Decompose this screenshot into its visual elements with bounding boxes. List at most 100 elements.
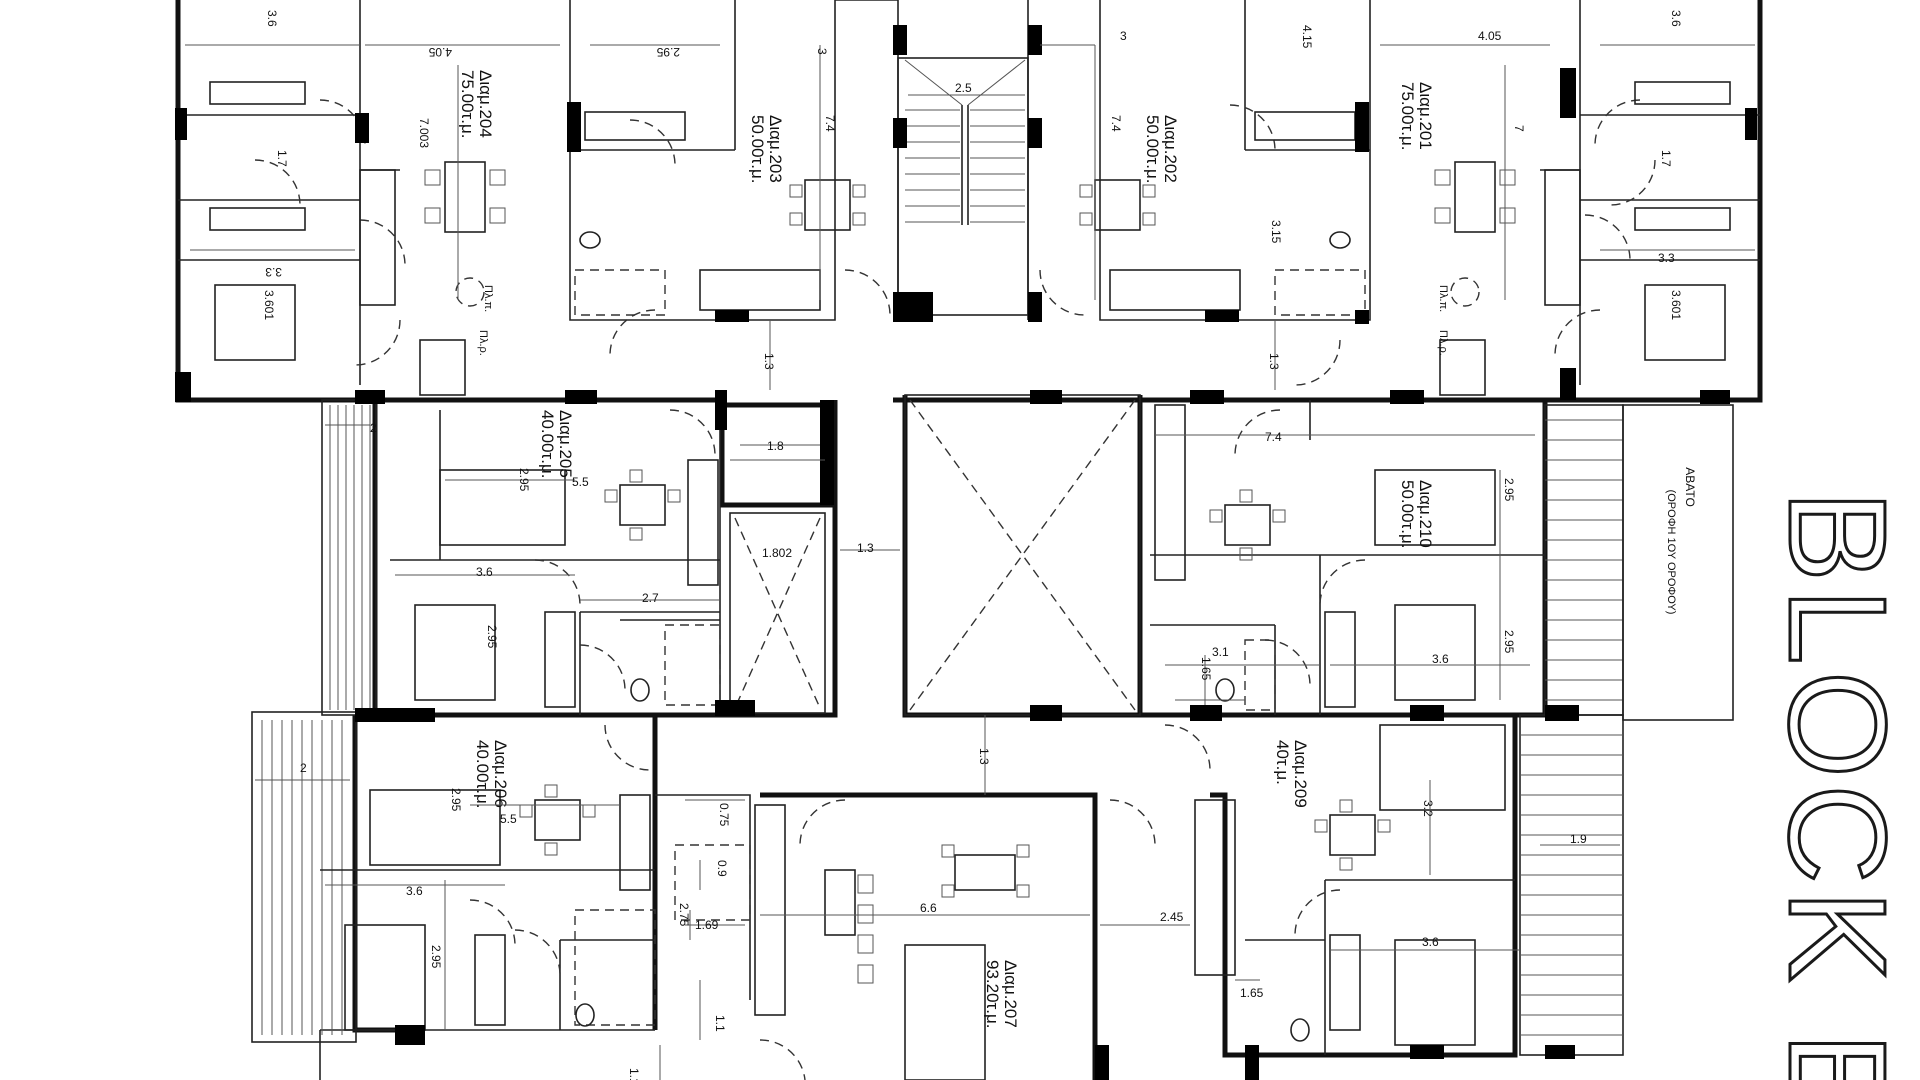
dimension-lines <box>185 44 1755 1080</box>
dim-295a: 2.95 <box>656 45 680 59</box>
label-pl2: Πλ.π. <box>1437 285 1449 312</box>
dim-405a: 4.05 <box>428 45 452 59</box>
bed-209 <box>1394 939 1476 1046</box>
dining-table-206 <box>519 784 596 856</box>
dim-165b: 1.65 <box>1240 986 1264 1000</box>
dim-74a: 7.4 <box>823 115 837 132</box>
apt-205-area: 40.00τ.μ. <box>538 410 557 479</box>
dim-25: 2.5 <box>955 81 972 95</box>
label-wm1: Πλ.ρ. <box>477 330 489 356</box>
sofa-209 <box>1379 724 1506 811</box>
apt-205-name: Διαμ.205 <box>556 410 575 478</box>
dim-74b: 7.4 <box>1109 115 1123 132</box>
wc-203 <box>579 231 601 249</box>
door-swings <box>254 99 1656 1080</box>
dining-table-201 <box>1434 161 1516 233</box>
wc-209 <box>1290 1018 1310 1042</box>
dining-table-210 <box>1209 489 1286 561</box>
apt-202-area: 50.00τ.μ. <box>1143 115 1162 184</box>
apartment-labels: Διαμ.204 75.00τ.μ. Διαμ.203 50.00τ.μ. Δι… <box>458 70 1435 1029</box>
washer-201 <box>1450 277 1480 307</box>
label-wm2: Πλ.ρ. <box>1437 330 1449 356</box>
apt-206-name: Διαμ.206 <box>491 740 510 808</box>
apt-207-area: 93.20τ.μ. <box>983 960 1002 1029</box>
kitchen-210 <box>1154 404 1186 581</box>
apt-202-name: Διαμ.202 <box>1161 115 1180 183</box>
dim-17b: 1.7 <box>1659 150 1673 167</box>
wc-210 <box>1215 678 1235 702</box>
dim-55b: 5.5 <box>500 812 517 826</box>
dining-table-202 <box>1079 179 1156 231</box>
dimension-texts: 4.05 3.6 7.003 3.3 3.601 1.7 2.95 3 7.4 … <box>262 10 1683 1080</box>
dim-36b: 3.6 <box>1669 10 1683 27</box>
laundry-204 <box>419 339 466 396</box>
dim-36e: 3.6 <box>406 884 423 898</box>
roof-subtitle: (ΟΡΟΦΗ 1ΟΥ ΟΡΟΦΟΥ) <box>1665 490 1677 615</box>
kitchen-202 <box>1109 269 1241 311</box>
wardrobe-201b <box>1634 207 1731 231</box>
apt-209-name: Διαμ.209 <box>1291 740 1310 808</box>
dim-66: 6.6 <box>920 901 937 915</box>
dim-27: 2.7 <box>642 591 659 605</box>
dim-2b: 2 <box>300 761 307 775</box>
sofa-206 <box>369 789 501 866</box>
dim-3b: 3 <box>1120 29 1127 43</box>
kitchen-206 <box>619 794 651 891</box>
wc-205 <box>630 678 650 702</box>
building-outline <box>175 0 1763 1080</box>
wardrobe-209 <box>1329 934 1361 1031</box>
structural-columns <box>175 25 1757 1080</box>
kitchen-205 <box>687 459 719 586</box>
balcony-east-middle <box>1544 404 1624 716</box>
furniture <box>209 81 1731 1080</box>
balcony-east-lower <box>1519 714 1624 1056</box>
kitchen-201 <box>1544 169 1581 306</box>
bed-210 <box>1394 604 1476 701</box>
dim-17a: 1.7 <box>275 150 289 167</box>
wc-202 <box>1329 231 1351 249</box>
dim-415: 4.15 <box>1300 25 1314 49</box>
dim-075: 0.75 <box>717 803 731 827</box>
wardrobe-201a <box>1634 81 1731 105</box>
dim-295d: 2.95 <box>1502 478 1516 502</box>
apt-207-name: Διαμ.207 <box>1001 960 1020 1028</box>
apt-203-area: 50.00τ.μ. <box>748 115 767 184</box>
apt-201-area: 75.00τ.μ. <box>1398 82 1417 151</box>
kitchen-209 <box>1194 799 1236 976</box>
bed-206 <box>344 924 426 1031</box>
dim-295f: 2.95 <box>449 788 463 812</box>
dim-169: 1.69 <box>695 918 719 932</box>
dim-315: 3.15 <box>1269 220 1283 244</box>
staircase <box>897 57 1029 316</box>
balcony-west-lower <box>251 711 357 1043</box>
kitchen-203 <box>699 269 821 311</box>
dim-36f: 3.6 <box>1422 935 1439 949</box>
wardrobe-204b <box>209 207 306 231</box>
apt-203-name: Διαμ.203 <box>766 115 785 183</box>
dim-245: 2.45 <box>1160 910 1184 924</box>
dim-295b: 2.95 <box>517 468 531 492</box>
dining-table-209 <box>1314 799 1391 871</box>
apt-204-area: 75.00τ.μ. <box>458 70 477 139</box>
fixture-labels: Πλ.ρ. Πλ.π. Πλ.ρ. Πλ.π. <box>477 285 1449 356</box>
dim-3a: 3 <box>815 48 829 55</box>
dim-275: 2.75 <box>677 903 691 927</box>
dim-36d: 3.6 <box>1432 652 1449 666</box>
dim-295e: 2.95 <box>1502 630 1516 654</box>
dim-165a: 1.65 <box>1199 657 1213 681</box>
dim-36a: 3.6 <box>265 10 279 27</box>
apt-209-area: 40τ.μ. <box>1273 740 1292 785</box>
dim-31: 3.1 <box>1212 645 1229 659</box>
apt-201-name: Διαμ.201 <box>1416 82 1435 150</box>
dim-13c: 1.3 <box>857 541 874 555</box>
kitchen-207 <box>754 804 786 1016</box>
shower-210 <box>1244 639 1276 711</box>
dim-11a: 1.1 <box>713 1015 727 1032</box>
bed-201 <box>1644 284 1726 361</box>
dim-74c: 7.4 <box>1265 430 1282 444</box>
block-title: BLOCK B <box>1760 490 1914 1080</box>
shower-207 <box>674 844 751 921</box>
shower-203 <box>574 269 666 316</box>
shower-206 <box>574 909 656 1026</box>
